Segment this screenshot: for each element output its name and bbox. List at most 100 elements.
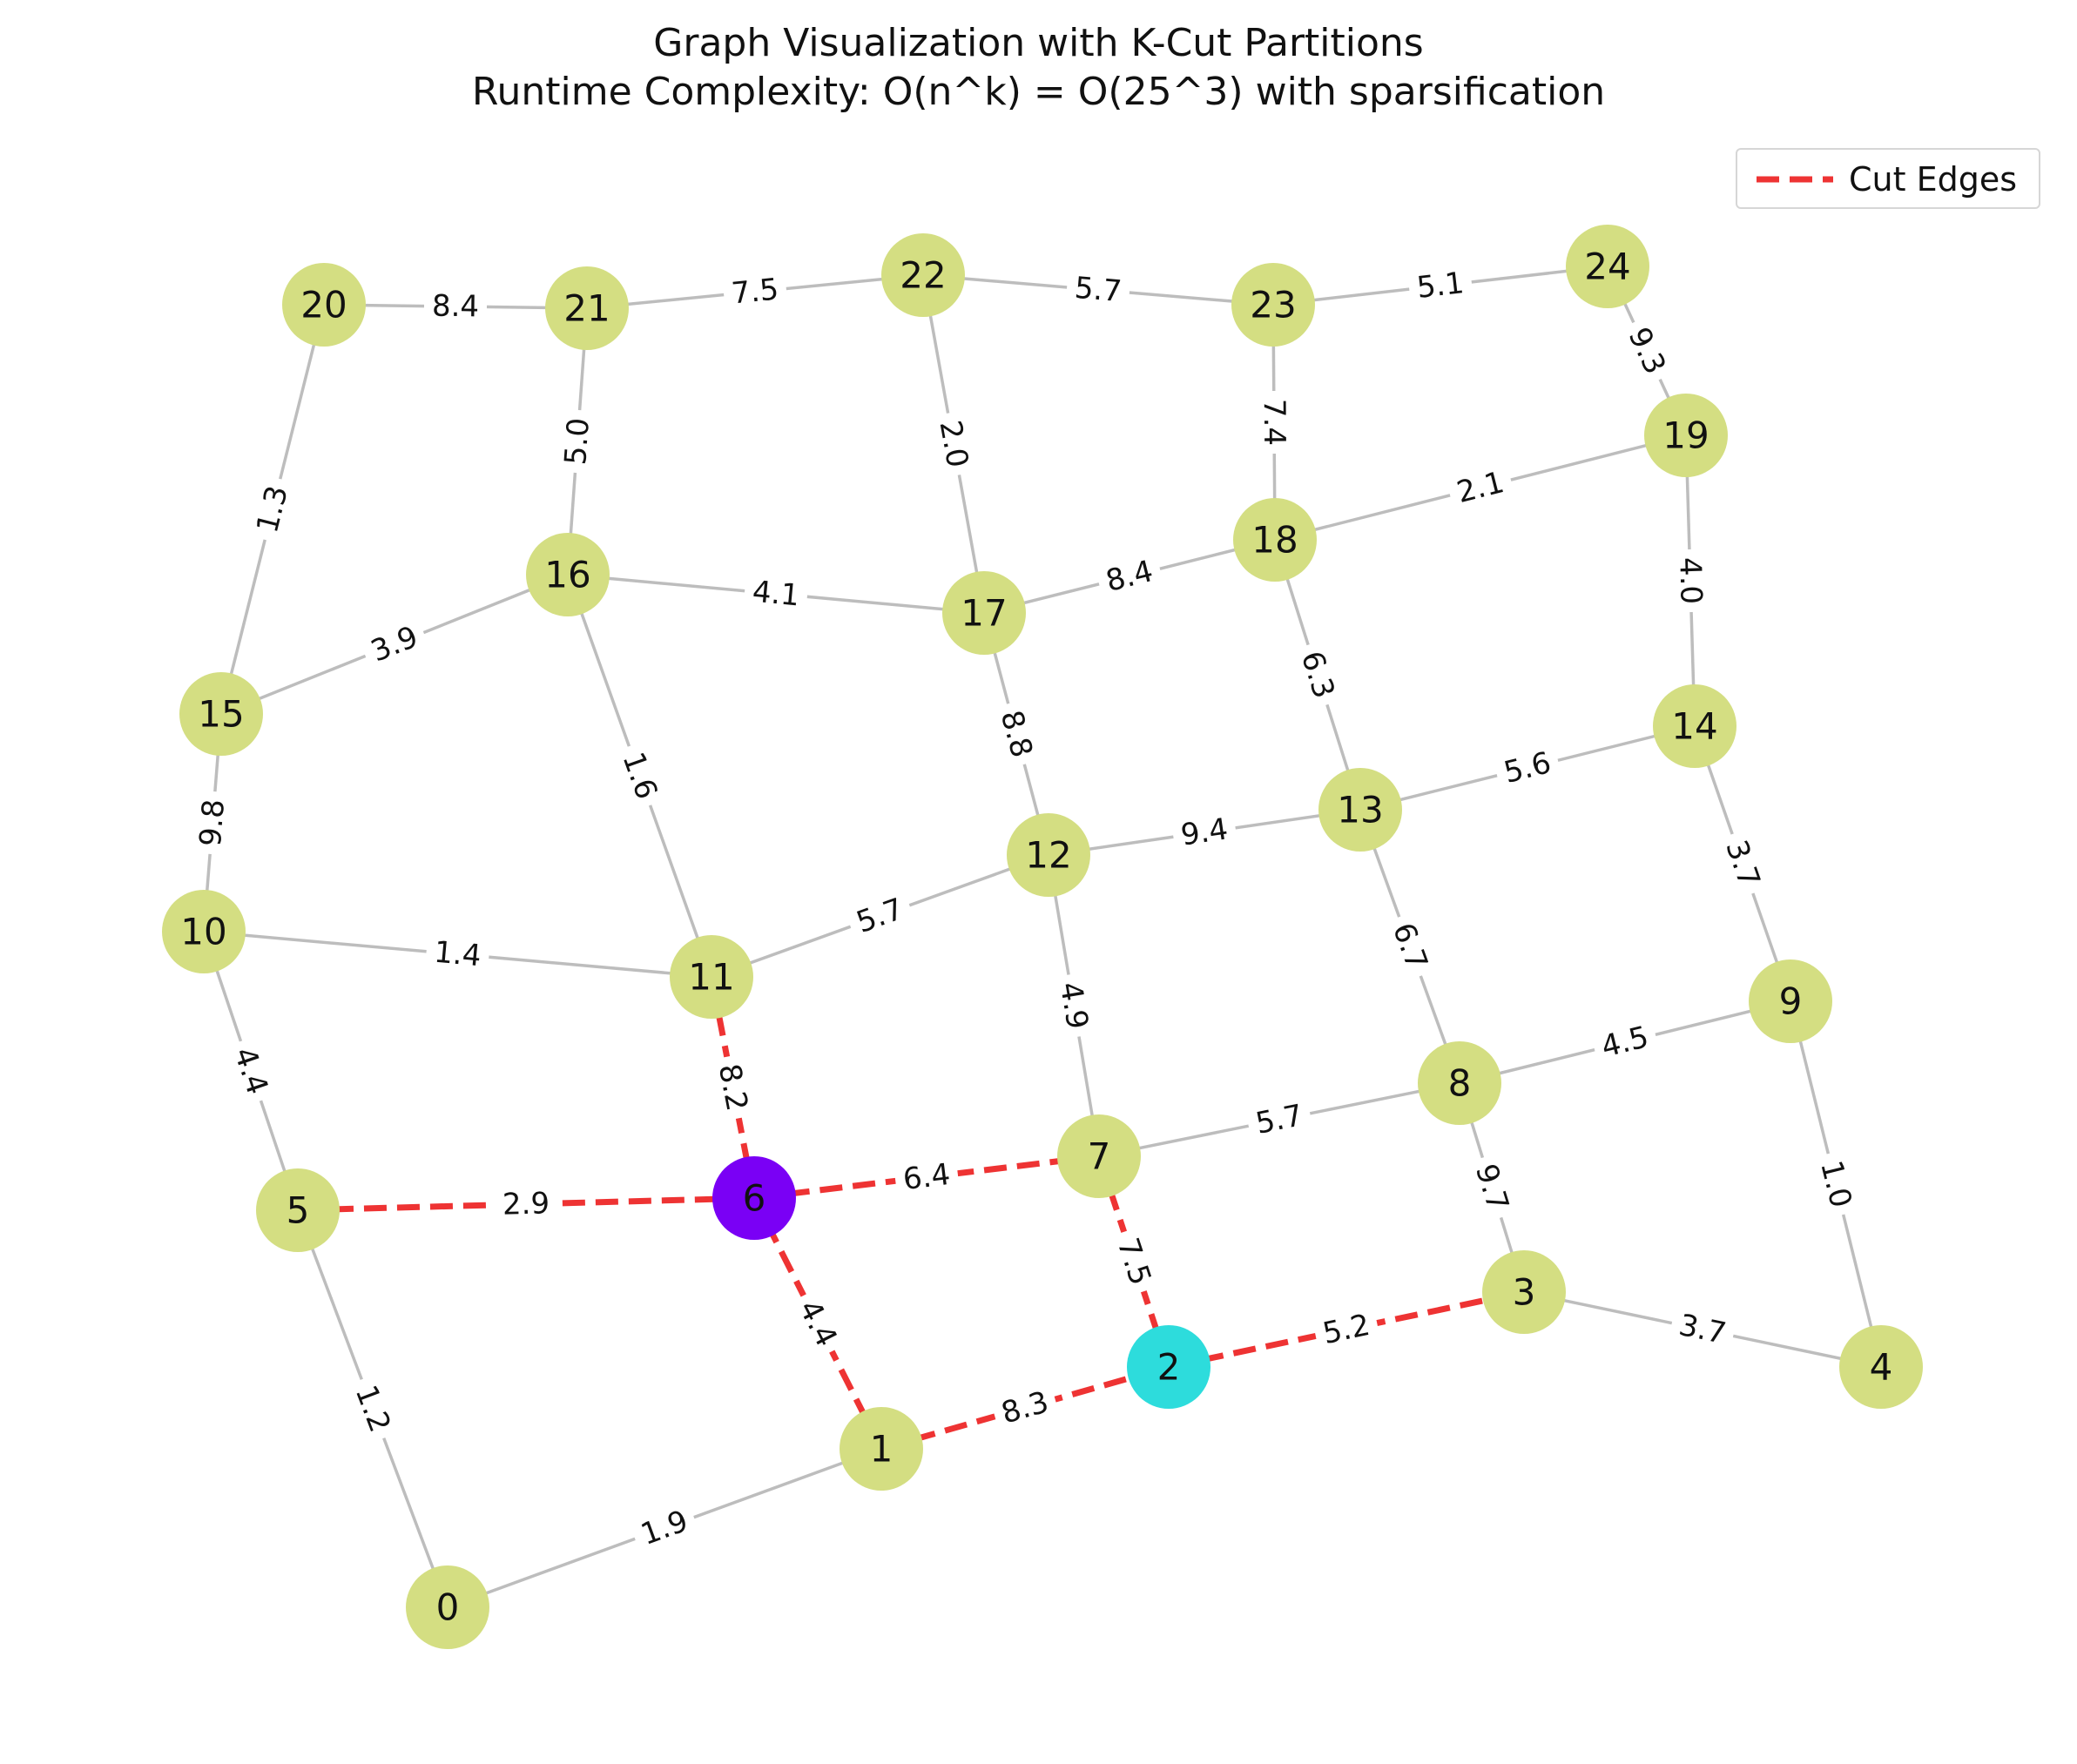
node-11: 11	[670, 935, 753, 1019]
node-label: 1	[870, 1428, 894, 1471]
node-4: 4	[1839, 1325, 1923, 1409]
edge-weight-label-1-2: 8.3	[989, 1380, 1061, 1436]
node-circle	[1231, 263, 1315, 347]
node-label: 18	[1251, 519, 1298, 562]
edge-weight-text: 2.9	[502, 1186, 550, 1222]
node-label: 7	[1088, 1135, 1111, 1178]
edge-weight-text: 1.3	[250, 482, 295, 536]
node-label: 16	[544, 554, 590, 596]
edge-weight-label-15-16: 3.9	[358, 615, 431, 674]
node-label: 19	[1662, 414, 1709, 457]
edge-weight-text: 8.4	[1103, 554, 1157, 599]
edge-weight-label-5-10: 4.4	[222, 1034, 280, 1108]
edge-weight-text: 8.3	[998, 1384, 1053, 1431]
edge-weight-text: 5.1	[1415, 266, 1466, 306]
node-label: 2	[1157, 1346, 1181, 1389]
edge-label-background	[1105, 1225, 1163, 1298]
edge-label-background	[989, 1380, 1061, 1436]
node-24: 24	[1566, 225, 1649, 308]
edge-weight-text: 8.8	[994, 707, 1040, 762]
node-label: 13	[1337, 789, 1383, 832]
edge-label-background	[1170, 809, 1238, 856]
node-circle	[1233, 498, 1317, 582]
edge-label-background	[1049, 971, 1098, 1040]
node-13: 13	[1318, 768, 1402, 852]
edge-label-background	[1714, 827, 1771, 900]
edge-label-background	[1809, 1148, 1863, 1220]
edge-weight-label-12-13: 9.4	[1170, 809, 1238, 856]
edge-weight-label-16-21: 5.0	[556, 408, 599, 475]
node-circle	[942, 571, 1026, 655]
edge-weight-text: 9.8	[193, 798, 232, 847]
edge-label-background	[246, 474, 300, 545]
edge-weight-label-18-19: 2.1	[1445, 461, 1516, 515]
edge-weight-text: 8.4	[432, 289, 480, 325]
node-circle	[1653, 684, 1736, 768]
edge-weight-label-4-9: 1.0	[1809, 1148, 1863, 1220]
node-19: 19	[1644, 394, 1728, 477]
edge-weight-text: 6.4	[901, 1157, 952, 1197]
node-label: 22	[900, 254, 946, 297]
edge-weight-text: 7.4	[1257, 399, 1291, 446]
edge-label-background	[1668, 1304, 1737, 1355]
edge-label-background	[1381, 910, 1439, 983]
edge-weight-label-22-23: 5.7	[1065, 268, 1131, 312]
node-circle	[526, 533, 610, 616]
node-0: 0	[406, 1565, 489, 1649]
edge-weight-label-5-6: 2.9	[494, 1184, 558, 1224]
edge-weight-label-9-14: 3.7	[1714, 827, 1771, 900]
node-2: 2	[1127, 1325, 1210, 1409]
edge-weight-label-13-18: 6.3	[1290, 639, 1345, 710]
edge-weight-text: 2.1	[1453, 465, 1507, 510]
node-label: 11	[688, 956, 734, 999]
node-label: 10	[180, 911, 226, 953]
edge-label-background	[722, 269, 788, 314]
edge-weight-label-20-21: 8.4	[423, 286, 488, 327]
edge-label-background	[1290, 639, 1345, 710]
node-circle	[1644, 394, 1728, 477]
edge-label-background	[556, 408, 599, 475]
node-circle	[1839, 1325, 1923, 1409]
edge-weight-label-11-16: 1.6	[610, 739, 669, 812]
node-circle	[1057, 1114, 1141, 1198]
node-label: 21	[563, 287, 610, 330]
legend: Cut Edges	[1736, 148, 2040, 209]
node-15: 15	[179, 672, 263, 756]
node-label: 3	[1513, 1271, 1536, 1314]
edge-weight-text: 4.5	[1598, 1020, 1652, 1065]
edge-label-background	[1464, 1152, 1520, 1223]
edge-weight-label-7-12: 4.9	[1049, 971, 1098, 1040]
node-circle	[670, 935, 753, 1019]
edge-label-background	[743, 571, 809, 616]
edge-weight-label-23-24: 5.1	[1406, 263, 1474, 308]
chart-title: Graph Visualization with K-Cut Partition…	[653, 21, 1424, 65]
node-label: 14	[1671, 705, 1717, 748]
edge-weight-text: 1.4	[433, 935, 482, 974]
node-circle	[1566, 225, 1649, 308]
node-9: 9	[1749, 959, 1832, 1043]
edge-weight-text: 6.3	[1294, 647, 1341, 703]
edge-label-background	[610, 739, 669, 812]
node-label: 5	[287, 1189, 310, 1232]
edge-label-background	[989, 698, 1043, 770]
edge-label-background	[786, 1286, 849, 1361]
edge-label-background	[1094, 549, 1165, 603]
node-circle	[1318, 768, 1402, 852]
edge-weight-label-10-15: 9.8	[191, 790, 234, 856]
edge-label-background	[423, 286, 488, 327]
node-12: 12	[1007, 813, 1090, 897]
node-label: 23	[1250, 284, 1296, 327]
node-circle	[179, 672, 263, 756]
node-circle	[1007, 813, 1090, 897]
edge-label-background	[893, 1154, 961, 1201]
edge-weight-text: 4.0	[1672, 556, 1709, 604]
edge-weight-text: 4.9	[1053, 980, 1095, 1032]
edge-label-background	[1589, 1015, 1661, 1069]
node-1: 1	[840, 1407, 923, 1491]
edge-weight-text: 1.0	[1813, 1157, 1858, 1211]
edge-weight-label-0-1: 1.9	[628, 1498, 701, 1558]
cut-edge-legend-swatch	[1757, 176, 1833, 183]
edge-label-background	[1669, 549, 1711, 613]
edge-weight-label-8-9: 4.5	[1589, 1015, 1661, 1069]
